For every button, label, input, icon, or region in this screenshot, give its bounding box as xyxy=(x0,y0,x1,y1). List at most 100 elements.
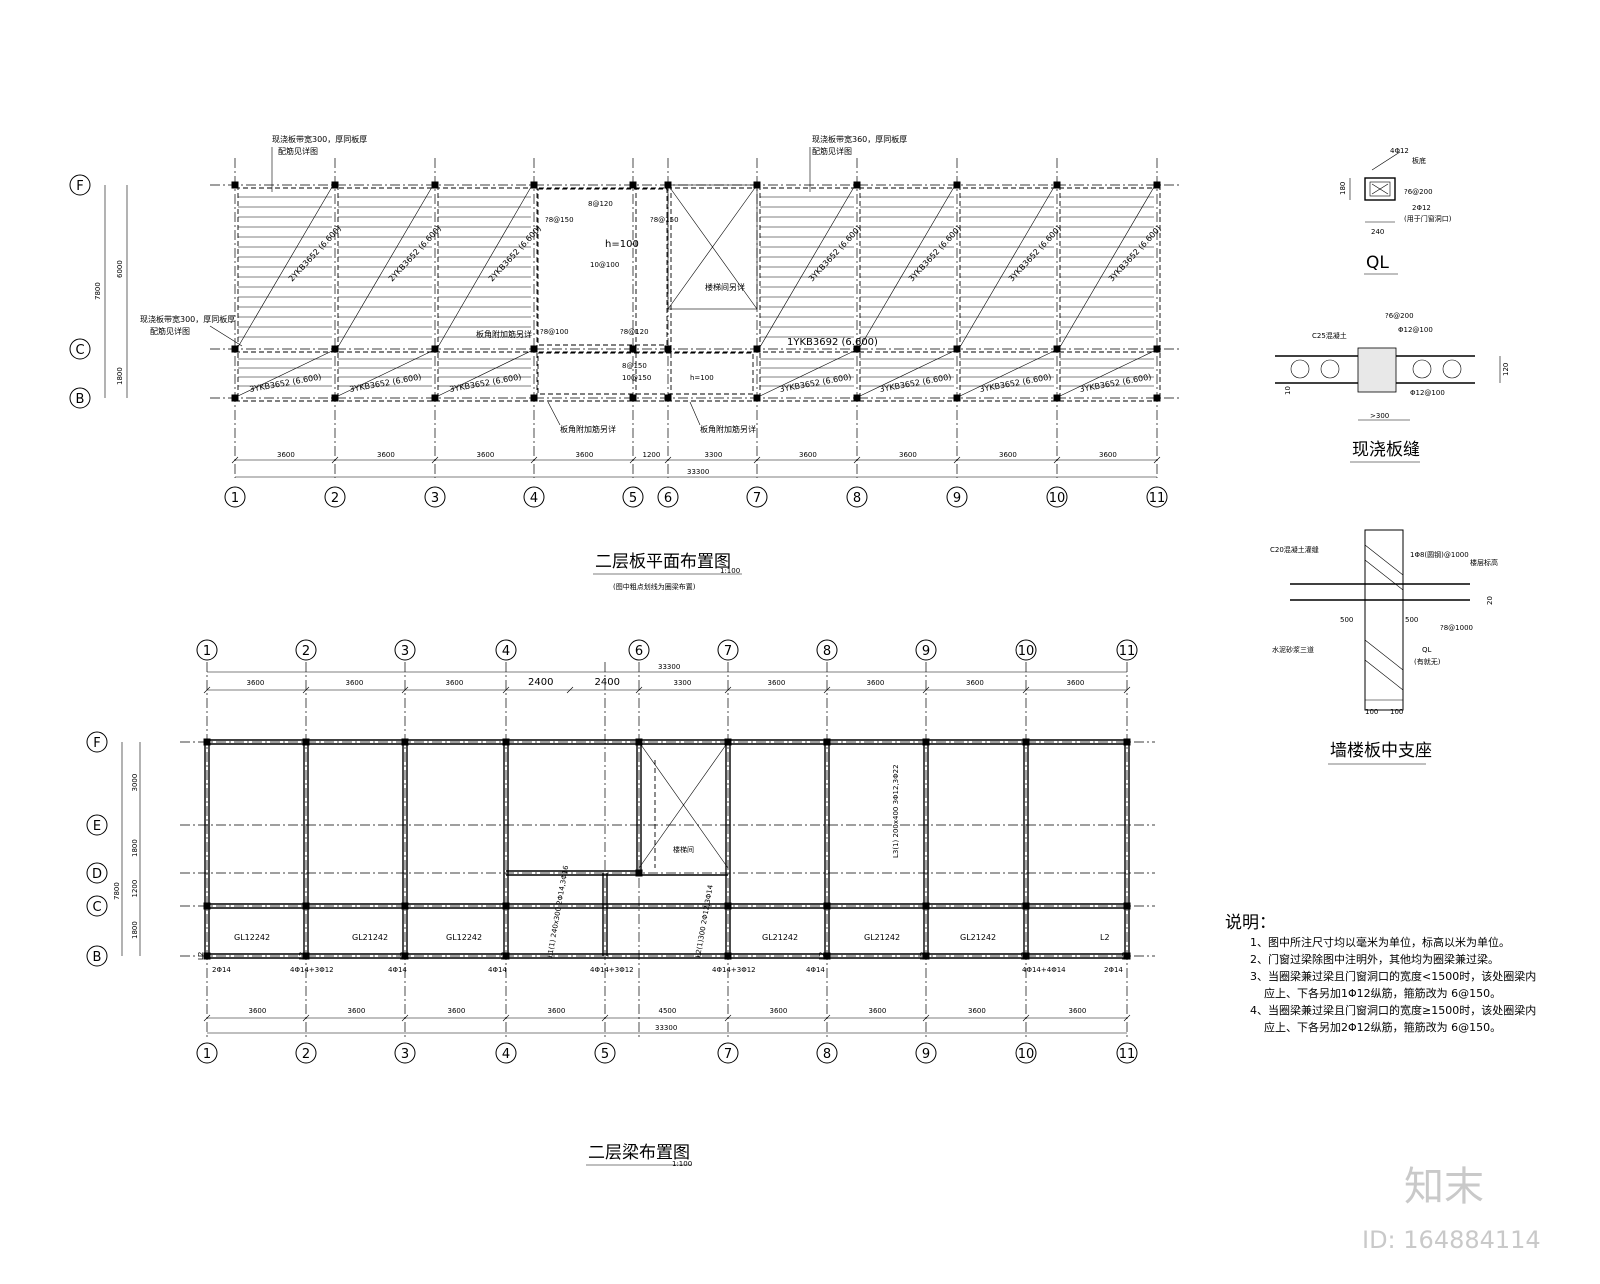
ql-label: ?6@200 xyxy=(1404,188,1433,196)
column xyxy=(203,738,211,746)
column xyxy=(853,394,861,402)
beam-spec: L2(1)300 2Φ12,3Φ14 xyxy=(694,884,715,959)
support-dim: 500 xyxy=(1340,616,1353,624)
column xyxy=(664,181,672,189)
axis-bubble xyxy=(622,486,644,508)
rebar-label: 4Φ14 xyxy=(388,966,407,974)
column xyxy=(724,952,732,960)
dim-tick xyxy=(203,1014,211,1022)
plan1-cast-labels: 8@120 ?8@150 h=100 10@100 ?8@150 ?8@120 … xyxy=(540,200,714,382)
column xyxy=(331,345,339,353)
column xyxy=(1153,181,1161,189)
slab-thickness: h=100 xyxy=(605,239,639,250)
axis-bubble xyxy=(224,486,246,508)
axis-label: D xyxy=(92,867,102,882)
axis-label: 3 xyxy=(401,1047,409,1062)
support-title: 墙楼板中支座 xyxy=(1330,741,1432,761)
dim-tick xyxy=(1123,1014,1131,1022)
dim-text: 3600 xyxy=(346,679,364,687)
column xyxy=(664,345,672,353)
axis-bubble xyxy=(295,1042,317,1064)
beam-label: GL21242 xyxy=(352,933,388,942)
dim-tick xyxy=(502,686,510,694)
column xyxy=(502,738,510,746)
column xyxy=(823,738,831,746)
leader-note: 板角附加筋另详 xyxy=(560,424,616,434)
column xyxy=(922,738,930,746)
axis-label: B xyxy=(93,950,102,965)
dim-tick xyxy=(753,456,761,464)
plan2-columns xyxy=(203,738,1131,960)
axis-label: 7 xyxy=(724,1047,732,1062)
ql-label: 2Φ12 xyxy=(1412,204,1431,212)
slab-diagonal xyxy=(959,350,1055,397)
dim-text: 3600 xyxy=(448,1007,466,1015)
column xyxy=(753,345,761,353)
slab-diagonal xyxy=(337,186,433,348)
beam-label: GL12242 xyxy=(446,933,482,942)
column xyxy=(823,952,831,960)
column xyxy=(231,181,239,189)
axis-bubble xyxy=(86,945,108,967)
slab-diagonal xyxy=(437,350,532,397)
column xyxy=(953,394,961,402)
joint-dim: >300 xyxy=(1370,412,1389,420)
dim-text: 3600 xyxy=(576,451,594,459)
axis-label: 2 xyxy=(302,1047,310,1062)
plan1-notes: 现浇板带宽300，厚同板厚 配筋见详图 现浇板带宽360，厚同板厚 配筋见详图 … xyxy=(140,134,907,434)
axis-bubble xyxy=(946,486,968,508)
plan1-grid-lines xyxy=(210,158,1180,478)
axis-bubble xyxy=(495,639,517,661)
ql-label: 板底 xyxy=(1412,156,1426,165)
axis-label: 5 xyxy=(629,491,637,506)
rebar-label: 4Φ14 xyxy=(488,966,507,974)
column xyxy=(1053,394,1061,402)
slab-diagonal xyxy=(1059,350,1155,397)
beam-label: GL21242 xyxy=(762,933,798,942)
axis-bubble xyxy=(816,1042,838,1064)
dim-total: 33300 xyxy=(655,1024,677,1032)
axis-bubble xyxy=(1015,639,1037,661)
column xyxy=(1153,345,1161,353)
plan1-subtitle: (图中粗点划线为圈梁布置) xyxy=(613,582,696,591)
axis-bubble xyxy=(295,639,317,661)
dim-text: 3600 xyxy=(548,1007,566,1015)
dim-text: 6000 xyxy=(116,260,124,278)
axis-bubble xyxy=(69,387,91,409)
axis-label: 4 xyxy=(502,644,510,659)
note-line: 4、当圈梁兼过梁且门窗洞口的宽度≥1500时，该处圈梁内 xyxy=(1250,1003,1536,1017)
axis-label: 9 xyxy=(922,644,930,659)
dim-tick xyxy=(431,456,439,464)
axis-bubble xyxy=(717,639,739,661)
dim-text: 3600 xyxy=(348,1007,366,1015)
dim-tick xyxy=(922,1014,930,1022)
panel-label: 3YKB3652 (6.600) xyxy=(807,224,863,283)
dim-text: 3600 xyxy=(247,679,265,687)
axis-label: C xyxy=(75,343,84,358)
dim-text: 7800 xyxy=(113,882,121,900)
rebar-label: 4Φ14+4Φ14 xyxy=(1022,966,1066,974)
stair-label: 楼梯间 xyxy=(673,845,694,854)
leader-note: 配筋见详图 xyxy=(150,326,190,336)
joint-label: C25混凝土 xyxy=(1312,331,1347,340)
axis-bubble xyxy=(86,731,108,753)
column xyxy=(753,181,761,189)
extra-slab-label: 1YKB3692 (6.600) xyxy=(787,337,878,348)
axis-label: 6 xyxy=(635,644,643,659)
column xyxy=(1022,902,1030,910)
cast-slab-zone xyxy=(537,352,754,395)
dim-text: 3600 xyxy=(799,451,817,459)
rebar-label: 2Φ14 xyxy=(212,966,231,974)
dim-tick xyxy=(1022,1014,1030,1022)
axis-bubble xyxy=(69,338,91,360)
panel-label: 3YKB3652 (6.600) xyxy=(1007,224,1063,283)
axis-bubble xyxy=(816,639,838,661)
dim-text: 3600 xyxy=(477,451,495,459)
support-label: C20混凝土灌缝 xyxy=(1270,545,1319,554)
column xyxy=(629,394,637,402)
leader-note: 楼梯间另详 xyxy=(705,282,745,292)
watermark: 知末 ID: 164884114 xyxy=(1362,1164,1541,1254)
